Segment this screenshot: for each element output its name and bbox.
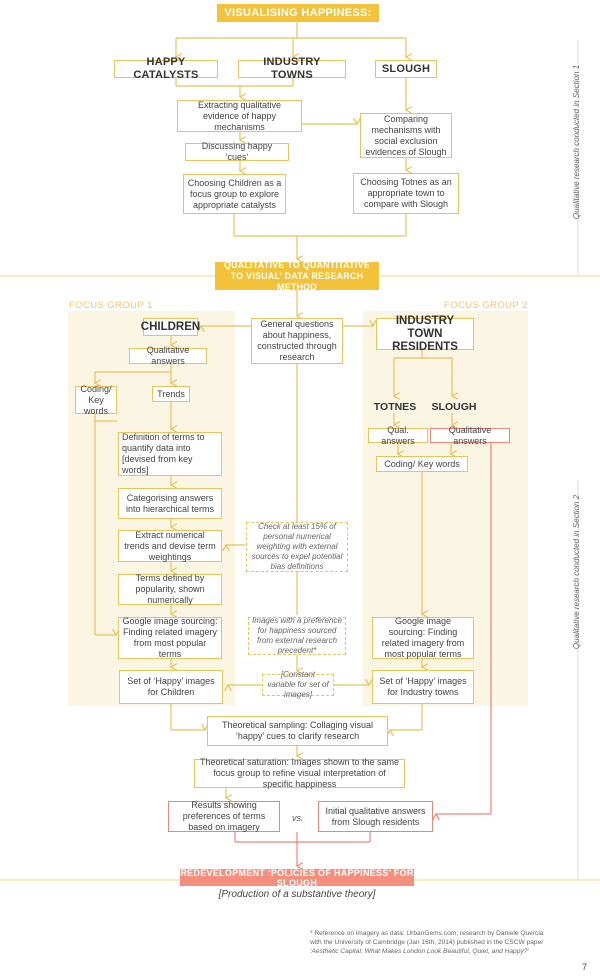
redevelopment-banner: REDEVELOPMENT ‘POLICIES OF HAPPINESS’ FO… — [180, 867, 414, 888]
method-banner: QUALITATIVE TO QUANTITATIVE TO VISUAL’ D… — [215, 260, 379, 292]
children-box: CHILDREN — [141, 318, 200, 336]
slough-qual-answers-box: Qualitative answers — [430, 425, 510, 446]
general-questions-box: General questions about happiness, const… — [251, 318, 343, 364]
footnote-line-3: ‘Aesthetic Capital: What Makes London Lo… — [310, 948, 529, 955]
vs-label: vs. — [292, 813, 304, 823]
choosing-children-box: Choosing Children as a focus group to ex… — [183, 174, 286, 214]
totnes-qual-answers-box: Qual. answers — [368, 425, 428, 446]
results-preferences-box: Results showing preferences of terms bas… — [168, 800, 280, 832]
constant-variable-note: [Constant variable for set of images] — [262, 670, 334, 699]
section1-side-label: Qualitative research conducted in Sectio… — [572, 64, 581, 220]
terms-popularity-box: Terms defined by popularity, shown numer… — [118, 573, 222, 605]
extracting-evidence-box: Extracting qualitative evidence of happy… — [177, 100, 302, 132]
theoretical-saturation-box: Theoretical saturation: Images shown to … — [194, 757, 405, 789]
footnote-line-2: with the University of Cambridge (Jan 16… — [310, 939, 544, 946]
focus-group-2-label: FOCUS GROUP 2 — [444, 300, 528, 311]
production-note: [Production of a substantive theory] — [218, 889, 376, 900]
discussing-cues-box: Discussing happy ‘cues’ — [185, 141, 289, 162]
children-happy-images-box: Set of ‘Happy’ images for Children — [119, 670, 223, 704]
header-slough: SLOUGH — [375, 60, 437, 78]
towns-google-sourcing-box: Google image sourcing: Finding related i… — [372, 616, 474, 659]
images-preference-note: Images with a preference for happiness s… — [248, 616, 346, 655]
theoretical-sampling-box: Theoretical sampling: Collaging visual ‘… — [207, 716, 388, 746]
comparing-mechanisms-box: Comparing mechanisms with social exclusi… — [360, 113, 452, 158]
header-happy-catalysts: HAPPY CATALYSTS — [114, 56, 218, 81]
focus-group-1-label: FOCUS GROUP 1 — [69, 300, 153, 311]
children-trends-box: Trends — [152, 386, 190, 402]
check-bias-note: Check at least 15% of personal numerical… — [246, 522, 348, 572]
initial-answers-box: Initial qualitative answers from Slough … — [318, 801, 433, 832]
children-google-sourcing-box: Google image sourcing: Finding related i… — [118, 616, 222, 659]
extract-trends-box: Extract numerical trends and devise term… — [118, 530, 222, 562]
children-qual-answers-box: Qualitative answers — [129, 345, 207, 366]
categorising-box: Categorising answers into hierarchical t… — [118, 488, 222, 519]
section2-side-label: Qualitative research conducted in Sectio… — [572, 494, 581, 650]
towns-happy-images-box: Set of ‘Happy’ images for Industry towns — [372, 670, 474, 704]
page-number: 7 — [582, 962, 588, 972]
definition-terms-box: Definition of terms to quantify data int… — [118, 432, 222, 476]
choosing-totnes-box: Choosing Totnes as an appropriate town t… — [353, 173, 459, 214]
residents-coding-box: Coding/ Key words — [376, 456, 468, 472]
totnes-label: TOTNES — [373, 401, 417, 413]
slough-label: SLOUGH — [431, 401, 477, 413]
header-industry-towns: INDUSTRY TOWNS — [238, 56, 346, 81]
title-banner: VISUALISING HAPPINESS: — [217, 4, 379, 22]
industry-town-residents-box: INDUSTRY TOWN RESIDENTS — [376, 315, 474, 353]
footnote-line-1: * Reference on imagery as data: UrbanGem… — [310, 930, 544, 937]
children-coding-box: Coding/ Key words — [75, 384, 117, 416]
footnote: * Reference on imagery as data: UrbanGem… — [310, 929, 595, 956]
